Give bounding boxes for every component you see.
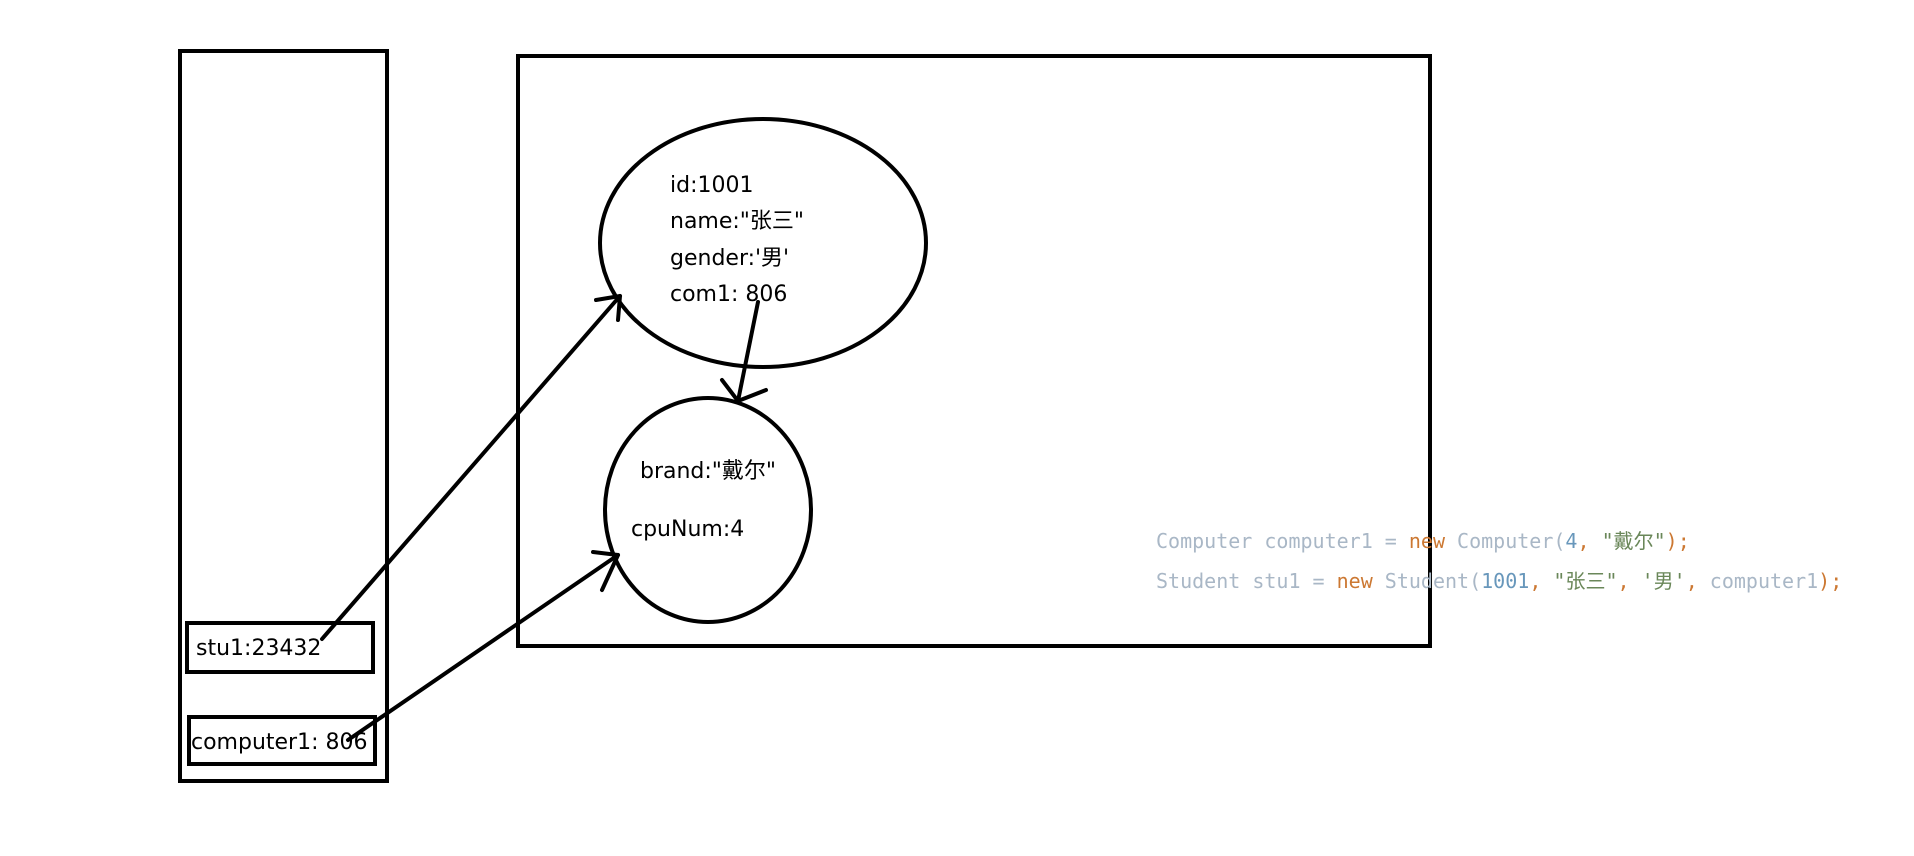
code-token: Student — [1156, 569, 1241, 593]
code-token: = — [1312, 569, 1337, 593]
code-token: computer1 — [1252, 529, 1385, 553]
code-line-computer: Computer computer1 = new Computer(4, "戴尔… — [1156, 531, 1690, 551]
arrow-com1-to-computer — [720, 300, 768, 403]
code-token: stu1 — [1240, 569, 1313, 593]
code-token: , — [1577, 529, 1602, 553]
code-token: , — [1529, 569, 1554, 593]
code-number: 1001 — [1481, 569, 1530, 593]
student-object-ellipse — [598, 117, 928, 369]
stack-frame — [178, 49, 389, 783]
code-string: "戴尔" — [1601, 529, 1666, 553]
computer-field-brand: brand:"戴尔" — [640, 459, 777, 484]
code-token: , — [1685, 569, 1710, 593]
code-token: , — [1617, 569, 1642, 593]
heap-area — [516, 54, 1432, 648]
stack-slot-stu1 — [185, 621, 375, 674]
code-string: '男' — [1641, 569, 1686, 593]
student-field-com1: com1: 806 — [670, 282, 788, 307]
code-keyword: new — [1336, 569, 1373, 593]
stack-var-stu1: stu1:23432 — [196, 636, 322, 661]
stack-slot-computer1 — [187, 715, 377, 766]
code-number: 4 — [1565, 529, 1578, 553]
arrow-computer1-to-computer — [346, 550, 620, 742]
stack-var-computer1: computer1: 806 — [191, 730, 368, 755]
student-field-gender: gender:'男' — [670, 246, 790, 271]
code-keyword: new — [1408, 529, 1445, 553]
arrow-stu1-to-student — [320, 294, 622, 641]
code-token: = — [1384, 529, 1409, 553]
code-token: ); — [1818, 569, 1843, 593]
code-token: Student( — [1372, 569, 1482, 593]
code-token: Computer — [1156, 529, 1253, 553]
computer-object-ellipse — [603, 396, 813, 624]
computer-field-cpunum: cpuNum:4 — [631, 517, 745, 542]
student-field-id: id:1001 — [670, 173, 754, 198]
student-field-name: name:"张三" — [670, 209, 805, 234]
code-token: Computer( — [1445, 529, 1566, 553]
code-token: computer1 — [1709, 569, 1819, 593]
code-token: ); — [1665, 529, 1690, 553]
code-line-student: Student stu1 = new Student(1001, "张三", '… — [1156, 571, 1842, 591]
code-string: "张三" — [1553, 569, 1618, 593]
